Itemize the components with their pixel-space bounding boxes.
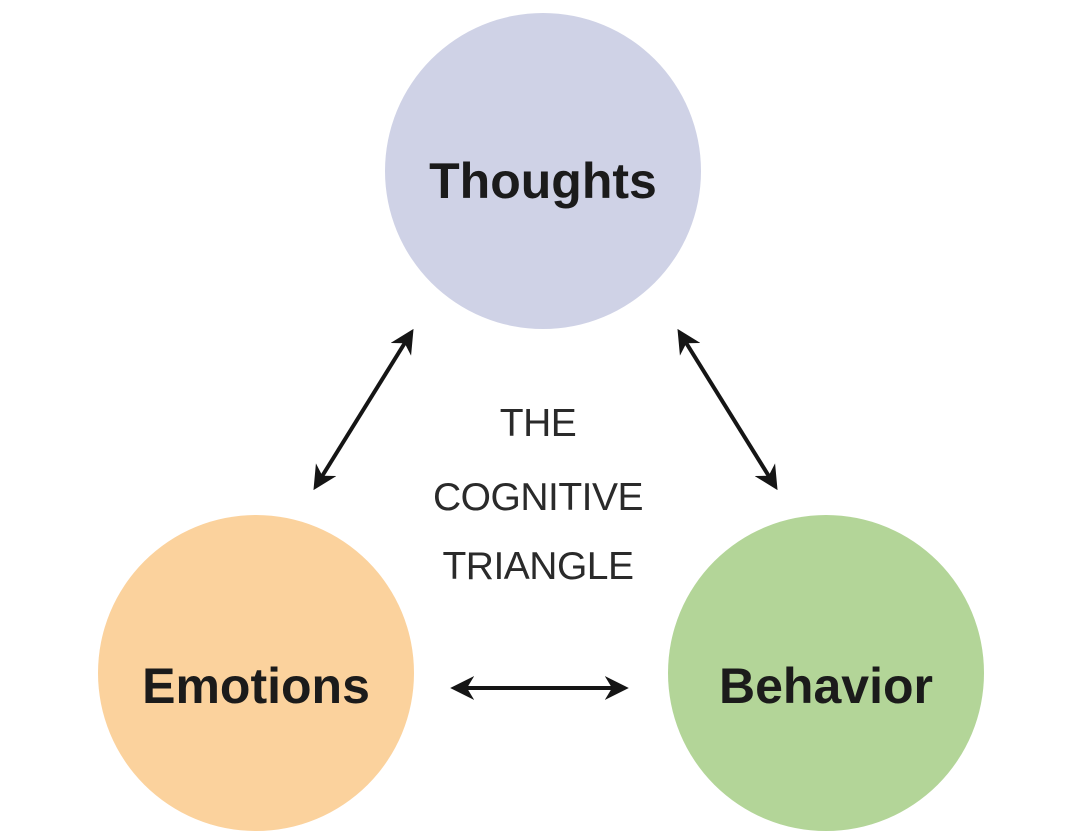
behavior-circle [668, 515, 984, 831]
arrow-thoughts-behavior [677, 328, 778, 491]
thoughts-label: Thoughts [429, 153, 657, 209]
thoughts-circle [385, 13, 701, 329]
behavior-label: Behavior [719, 658, 933, 714]
thoughts-node: Thoughts [385, 13, 701, 329]
caption-line-2: COGNITIVE [433, 476, 643, 519]
center-caption: THE COGNITIVE TRIANGLE [433, 402, 644, 588]
behavior-node: Behavior [668, 515, 984, 831]
caption-line-1: THE [500, 402, 577, 445]
caption-line-3: TRIANGLE [442, 545, 633, 588]
arrow-thoughts-emotions [313, 328, 414, 491]
emotions-label: Emotions [142, 658, 370, 714]
emotions-circle [98, 515, 414, 831]
emotions-node: Emotions [98, 515, 414, 831]
